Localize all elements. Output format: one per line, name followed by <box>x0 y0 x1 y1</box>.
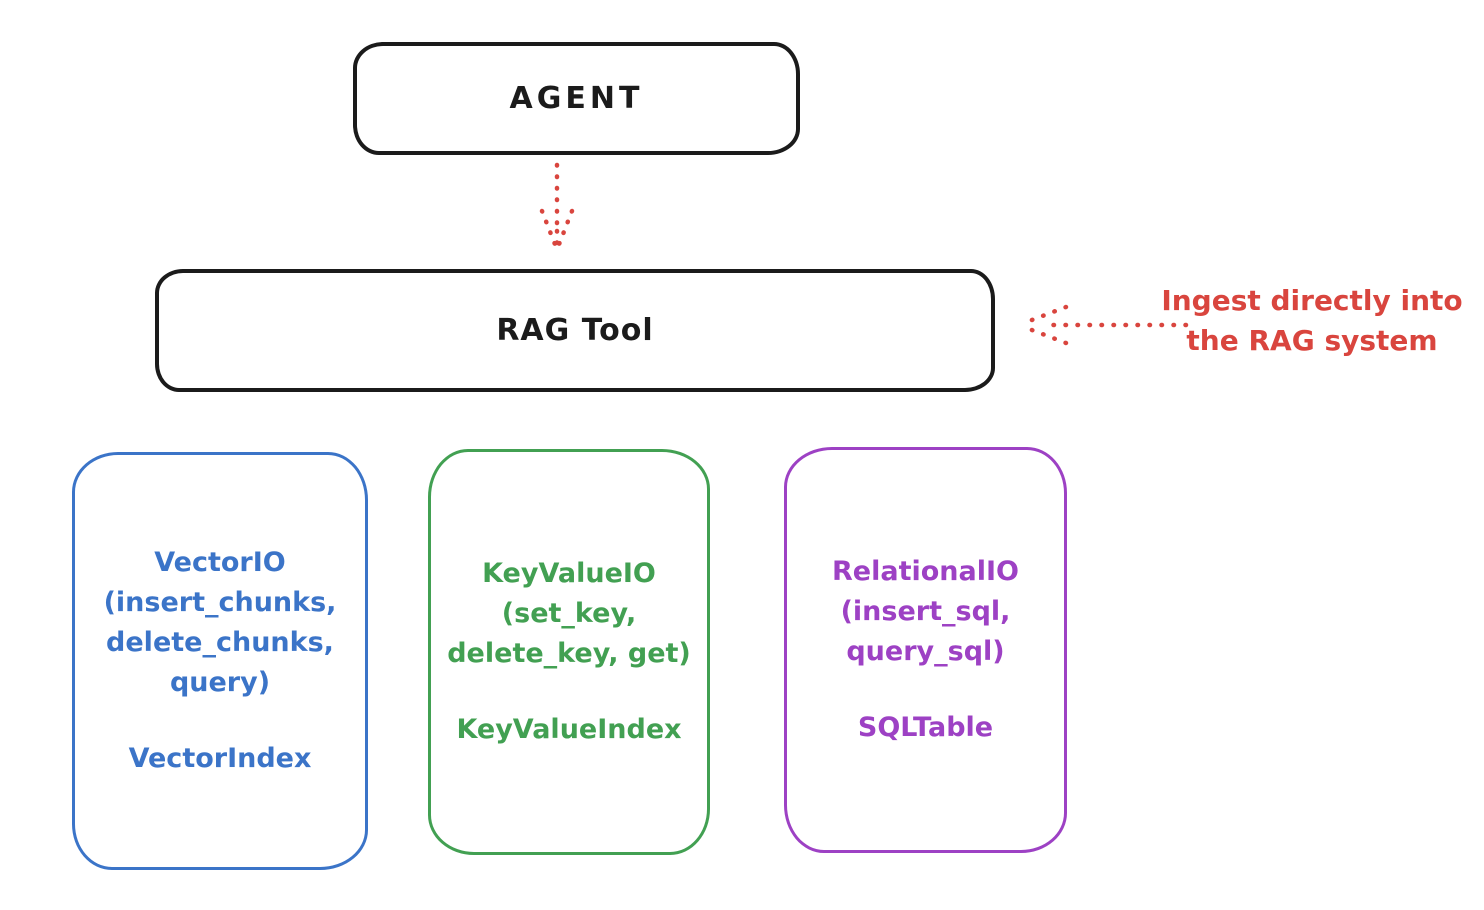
ingest-annotation-line2: the RAG system <box>1186 324 1438 357</box>
relational-io-node: RelationalIO (insert_sql, query_sql) SQL… <box>784 447 1067 853</box>
node-text-line: KeyValueIO <box>482 558 656 589</box>
vector-io-node: VectorIO (insert_chunks, delete_chunks, … <box>72 452 368 870</box>
arrowhead-left <box>539 208 559 250</box>
node-text-line: query) <box>169 667 271 698</box>
rag-tool-label: RAG Tool <box>496 313 654 348</box>
node-text-line: RelationalIO <box>832 556 1019 587</box>
ingest-annotation: Ingest directly into the RAG system <box>1140 281 1484 361</box>
agent-to-ragtool-arrow <box>539 162 575 256</box>
key-value-index-label: KeyValueIndex <box>456 714 682 745</box>
node-text-line: delete_key, get) <box>447 638 691 669</box>
arrowhead-right <box>555 208 575 250</box>
node-text-line: VectorIO <box>154 547 286 578</box>
agent-node: AGENT <box>353 42 800 155</box>
node-text-line: (set_key, <box>501 598 637 629</box>
arrowhead-top <box>1021 304 1069 326</box>
arrowhead-bottom <box>1021 324 1069 346</box>
key-value-io-node: KeyValueIO (set_key, delete_key, get) Ke… <box>428 449 710 855</box>
sql-table-label: SQLTable <box>857 712 994 743</box>
vector-index-label: VectorIndex <box>128 743 312 774</box>
ingest-arrow <box>1021 304 1189 346</box>
ingest-annotation-line1: Ingest directly into <box>1161 284 1463 317</box>
node-text-line: (insert_sql, <box>840 596 1011 627</box>
agent-label: AGENT <box>509 81 644 116</box>
rag-tool-node: RAG Tool <box>155 269 995 392</box>
node-text-line: delete_chunks, <box>106 627 334 658</box>
node-text-line: (insert_chunks, <box>103 587 337 618</box>
node-text-line: query_sql) <box>846 636 1005 667</box>
